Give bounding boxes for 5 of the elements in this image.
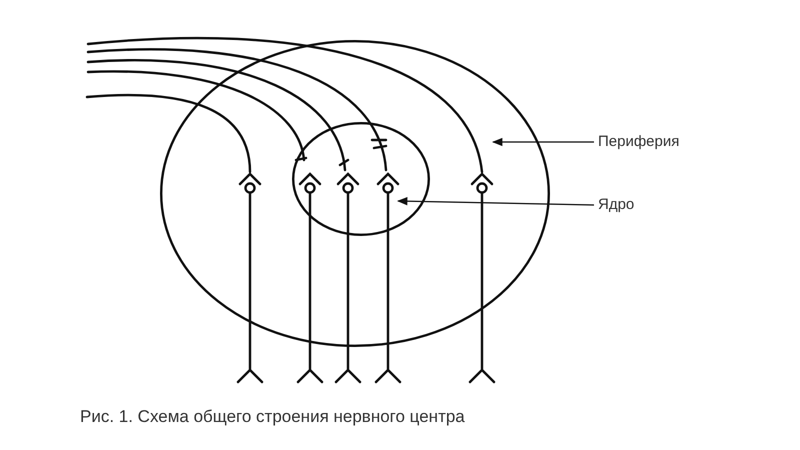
leader-arrow (492, 138, 594, 146)
figure-caption: Рис. 1. Схема общего строения нервного центра (80, 408, 465, 426)
label-text: Ядро (598, 196, 634, 214)
leader-arrow (396, 197, 594, 206)
label-text: Периферия (598, 133, 680, 151)
